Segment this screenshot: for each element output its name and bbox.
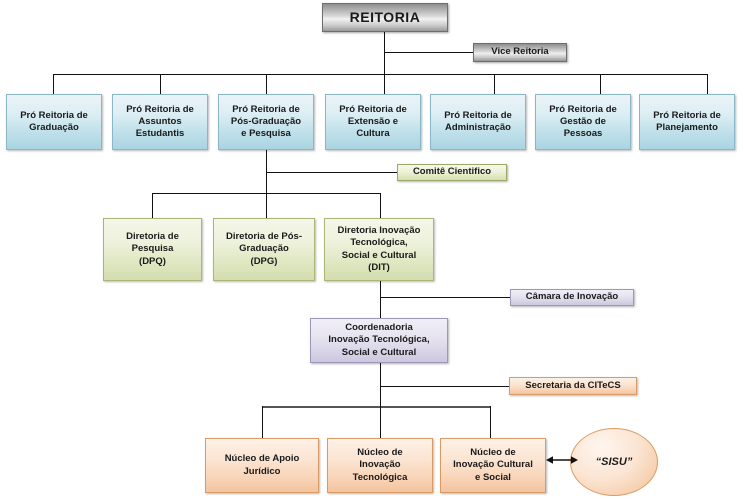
connector-drop-apoio-juridico <box>262 406 263 438</box>
node-diretoria-dit[interactable]: Diretoria Inovação Tecnológica, Social e… <box>324 218 434 281</box>
connector-to-secretaria <box>380 386 509 387</box>
node-diretoria-dpq[interactable]: Diretoria de Pesquisa (DPQ) <box>103 218 202 281</box>
connector-dit-down <box>380 281 381 318</box>
connector-drop-assuntos <box>160 74 161 94</box>
node-pro-reitoria-assuntos-estudantis-label: Pró Reitoria de Assuntos Estudantis <box>126 103 194 140</box>
node-pro-reitoria-gestao-pessoas-label: Pró Reitoria de Gestão de Pessoas <box>549 103 617 140</box>
node-pro-reitoria-graduacao[interactable]: Pró Reitoria de Graduação <box>6 94 102 150</box>
connector-to-camara <box>380 297 510 298</box>
connector-coordenadoria-down <box>380 363 381 438</box>
node-camara-inovacao-label: Câmara de Inovação <box>525 291 619 303</box>
node-nucleo-inovacao-cultural-social-label: Núcleo de Inovação Cultural e Social <box>453 447 533 483</box>
node-coordenadoria[interactable]: Coordenadoria Inovação Tecnológica, Soci… <box>310 318 448 363</box>
node-pro-reitoria-pos-graduacao-pesquisa[interactable]: Pró Reitoria de Pós-Graduação e Pesquisa <box>218 94 314 150</box>
node-diretoria-dpg-label: Diretoria de Pós- Graduação (DPG) <box>225 231 303 267</box>
connector-drop-gestao <box>600 74 601 94</box>
node-pro-reitoria-planejamento-label: Pró Reitoria de Planejamento <box>653 109 721 133</box>
node-nucleo-apoio-juridico-label: Núcleo de Apoio Jurídico <box>224 453 300 477</box>
node-comite-cientifico-label: Comitê Cientifico <box>412 166 492 178</box>
connector-to-comite <box>266 172 397 173</box>
node-pro-reitoria-graduacao-label: Pró Reitoria de Graduação <box>20 109 88 133</box>
node-nucleo-apoio-juridico[interactable]: Núcleo de Apoio Jurídico <box>205 438 319 493</box>
node-comite-cientifico[interactable]: Comitê Cientifico <box>397 164 507 181</box>
node-diretoria-dpq-label: Diretoria de Pesquisa (DPQ) <box>126 231 179 267</box>
connector-drop-dpq <box>152 193 153 218</box>
node-diretoria-dpg[interactable]: Diretoria de Pós- Graduação (DPG) <box>213 218 315 281</box>
node-pro-reitoria-extensao-cultura-label: Pró Reitoria de Extensão e Cultura <box>339 103 407 140</box>
node-nucleo-inovacao-cultural-social[interactable]: Núcleo de Inovação Cultural e Social <box>440 438 546 493</box>
connector-drop-graduacao <box>53 74 54 94</box>
connector-reitoria-to-vice <box>384 52 474 53</box>
node-secretaria-citecs[interactable]: Secretaria da CITeCS <box>509 377 637 395</box>
node-pro-reitoria-administracao[interactable]: Pró Reitoria de Administração <box>430 94 526 150</box>
connector-drop-dpg <box>266 193 267 218</box>
connector-drop-inovacao-tecnologica <box>380 406 381 438</box>
node-vice-reitoria-label: Vice Reitoria <box>491 46 549 58</box>
node-pro-reitoria-gestao-pessoas[interactable]: Pró Reitoria de Gestão de Pessoas <box>535 94 631 150</box>
connector-nucleos-bus <box>262 406 490 408</box>
connector-drop-extensao <box>384 74 385 94</box>
connector-posgraduacao-down <box>266 150 267 218</box>
node-pro-reitoria-administracao-label: Pró Reitoria de Administração <box>444 109 512 133</box>
node-pro-reitoria-planejamento[interactable]: Pró Reitoria de Planejamento <box>639 94 735 150</box>
connector-nucleo-sisu-arrow <box>546 453 578 467</box>
node-coordenadoria-label: Coordenadoria Inovação Tecnológica, Soci… <box>328 322 430 358</box>
node-sisu[interactable]: “SISU” <box>570 428 658 496</box>
connector-reitoria-down <box>384 32 385 74</box>
connector-drop-posgraduacao <box>266 74 267 94</box>
node-sisu-label: “SISU” <box>595 455 633 468</box>
node-reitoria-label: REITORIA <box>349 8 421 25</box>
node-reitoria[interactable]: REITORIA <box>322 3 448 32</box>
node-camara-inovacao[interactable]: Câmara de Inovação <box>510 289 634 306</box>
connector-drop-planejamento <box>707 74 708 94</box>
connector-drop-administracao <box>494 74 495 94</box>
node-pro-reitoria-assuntos-estudantis[interactable]: Pró Reitoria de Assuntos Estudantis <box>112 94 208 150</box>
node-nucleo-inovacao-tecnologica-label: Núcleo de Inovação Tecnológica <box>352 447 408 483</box>
node-nucleo-inovacao-tecnologica[interactable]: Núcleo de Inovação Tecnológica <box>327 438 433 493</box>
node-pro-reitoria-extensao-cultura[interactable]: Pró Reitoria de Extensão e Cultura <box>325 94 421 150</box>
connector-drop-dit <box>380 193 381 218</box>
node-diretoria-dit-label: Diretoria Inovação Tecnológica, Social e… <box>337 225 421 273</box>
connector-proreitoria-bus <box>53 74 708 75</box>
node-vice-reitoria[interactable]: Vice Reitoria <box>473 43 567 62</box>
node-secretaria-citecs-label: Secretaria da CITeCS <box>525 379 621 391</box>
connector-drop-inovacao-cultural <box>490 406 491 438</box>
node-pro-reitoria-pos-graduacao-pesquisa-label: Pró Reitoria de Pós-Graduação e Pesquisa <box>230 103 302 140</box>
